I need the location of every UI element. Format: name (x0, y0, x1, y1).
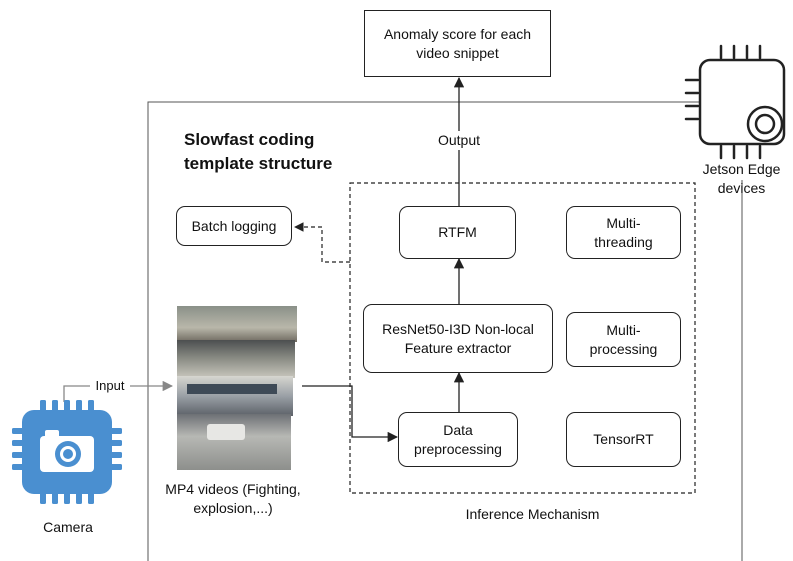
arrow-videos-data (302, 385, 399, 443)
tensorrt-box: TensorRT (566, 412, 681, 467)
arrow-batch-logging (294, 222, 350, 263)
section-title: Slowfast coding template structure (184, 130, 333, 173)
feature-extractor-box: ResNet50-I3D Non-local Feature extractor (363, 304, 553, 373)
anomaly-score-box: Anomaly score for each video snippet (364, 10, 551, 77)
multithreading-box: Multi- threading (566, 206, 681, 259)
batch-logging-box: Batch logging (176, 206, 292, 246)
jetson-chip-icon (684, 44, 786, 160)
inference-box (349, 182, 696, 494)
inference-mechanism-label: Inference Mechanism (465, 506, 600, 522)
videos-label: MP4 videos (Fighting, explosion,...) (165, 481, 301, 516)
camera-chip-icon (12, 400, 122, 504)
jetson-boundary (147, 101, 700, 561)
video-frames-image (177, 306, 299, 470)
output-label: Output (431, 131, 487, 150)
batch-logging-label: Batch logging (191, 217, 277, 234)
rtfm-box: RTFM (399, 206, 516, 259)
rtfm-label: RTFM (438, 224, 477, 241)
jetson-label: Jetson Edge devices (702, 161, 781, 196)
multiprocessing-box: Multi- processing (566, 312, 681, 367)
data-preprocessing-box: Data preprocessing (398, 412, 518, 467)
data-preprocessing-label: Data preprocessing (414, 421, 502, 457)
input-label: Input (90, 377, 130, 395)
multiprocessing-label: Multi- processing (589, 321, 658, 357)
camera-label: Camera (43, 519, 93, 535)
feature-extractor-label: ResNet50-I3D Non-local Feature extractor (382, 320, 534, 356)
tensorrt-label: TensorRT (593, 431, 654, 448)
arrow-camera-input (63, 380, 174, 402)
anomaly-score-label: Anomaly score for each video snippet (383, 25, 532, 61)
multithreading-label: Multi- threading (594, 214, 653, 250)
